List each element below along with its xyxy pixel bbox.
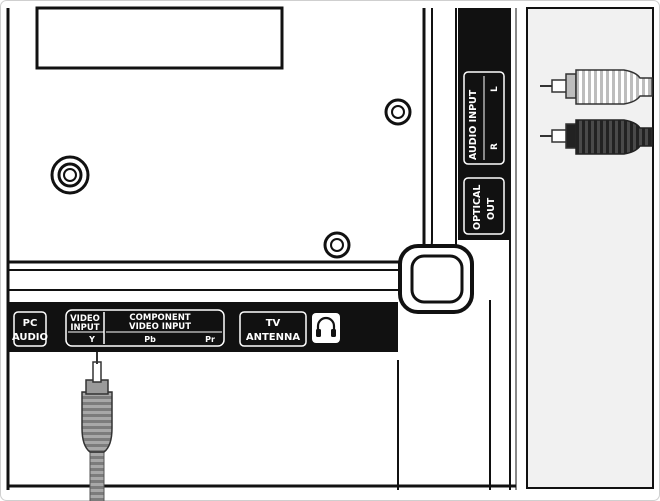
svg-text:VIDEO INPUT: VIDEO INPUT: [129, 322, 191, 332]
svg-text:ANTENNA: ANTENNA: [246, 332, 300, 343]
svg-text:OPTICAL: OPTICAL: [472, 185, 483, 230]
optical-out-label: OPTICAL OUT: [463, 177, 505, 235]
top-opening: [35, 6, 284, 70]
svg-text:Y: Y: [88, 335, 95, 344]
audio-input-label: AUDIO INPUT L R: [463, 71, 505, 165]
audio-cable-white: [540, 69, 653, 105]
svg-text:AUDIO INPUT: AUDIO INPUT: [468, 89, 479, 160]
svg-text:TV: TV: [266, 318, 281, 329]
video-cable: [81, 352, 113, 501]
svg-text:PC: PC: [23, 318, 38, 329]
svg-text:Pb: Pb: [144, 335, 156, 344]
audio-cable-black: [540, 119, 653, 155]
video-component-label: VIDEO INPUT COMPONENT VIDEO INPUT Y Pb P…: [65, 309, 225, 347]
tv-antenna-label: TV ANTENNA: [239, 311, 307, 347]
screw-lower: [323, 231, 351, 259]
screw-large: [50, 155, 90, 195]
corner-bracket: [398, 244, 474, 314]
pc-audio-label: PC AUDIO: [12, 311, 48, 347]
svg-text:VIDEO: VIDEO: [70, 314, 100, 324]
svg-text:Pr: Pr: [205, 335, 215, 344]
svg-text:INPUT: INPUT: [70, 323, 99, 333]
screw-upper: [384, 98, 412, 126]
svg-text:AUDIO: AUDIO: [12, 332, 48, 343]
svg-text:COMPONENT: COMPONENT: [129, 313, 190, 323]
headphone-icon: [312, 313, 340, 343]
svg-text:R: R: [490, 143, 500, 150]
svg-text:OUT: OUT: [486, 197, 497, 220]
svg-text:L: L: [490, 86, 500, 92]
